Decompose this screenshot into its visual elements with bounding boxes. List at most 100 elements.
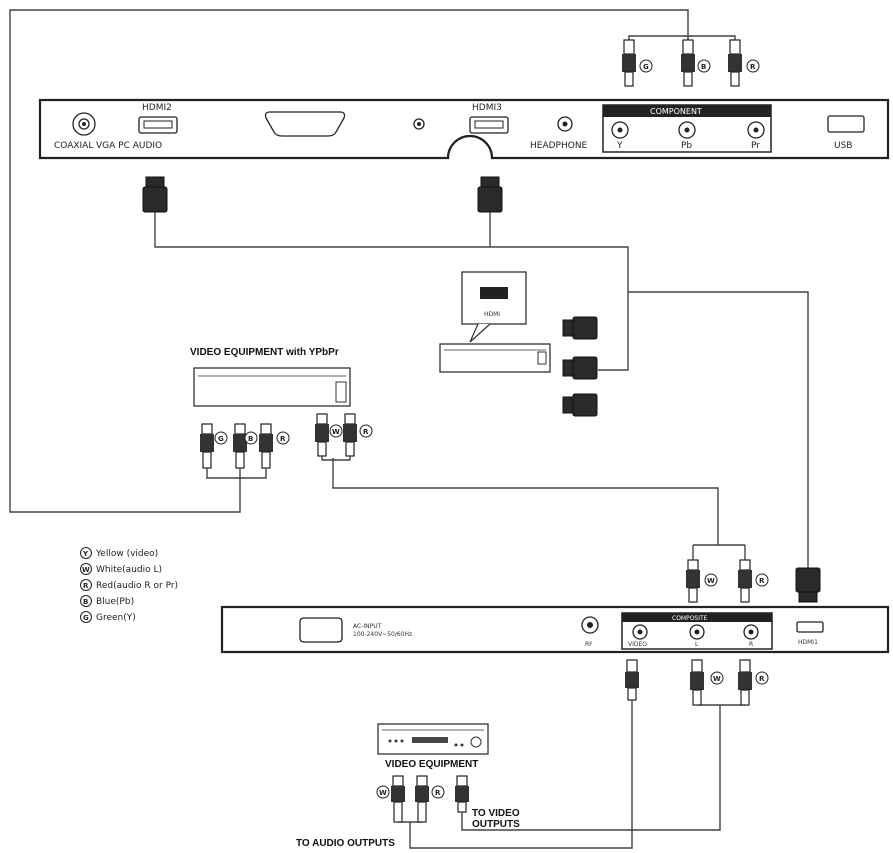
badge-r-top: R	[750, 63, 756, 71]
rf-label: RF	[585, 641, 593, 648]
plug-r-top	[728, 39, 742, 87]
badge-r-mid: R	[759, 577, 765, 585]
hdmi-popup-port-icon	[480, 287, 508, 299]
plug-w-ypbpr	[315, 413, 329, 457]
badge-w-mid: W	[707, 577, 715, 585]
vga-port	[264, 111, 346, 137]
plug-w-ve	[391, 775, 405, 823]
ac-input-label: AC-INPUT	[353, 623, 382, 630]
video-label: VIDEO	[628, 641, 647, 648]
svg-text:White(audio L): White(audio L)	[96, 565, 162, 575]
legend-item-red: R Red(audio R or Pr)	[80, 579, 178, 591]
ypbpr-device-box	[193, 367, 351, 407]
audio-cable-mid	[332, 458, 719, 545]
ac-input-port	[299, 617, 343, 643]
audio-cable-bottom	[461, 705, 721, 831]
usb-port	[827, 115, 865, 133]
badge-g-ypbpr: G	[218, 435, 224, 443]
y-label: Y	[616, 141, 623, 151]
badge-r-ve: R	[435, 789, 441, 797]
video-equipment: VIDEO EQUIPMENT W R TO VIDEO OUTPUTS TO …	[296, 723, 520, 849]
legend-item-green: G Green(Y)	[80, 611, 136, 623]
legend-item-white: W White(audio L)	[80, 563, 162, 575]
video-cable-bottom	[409, 700, 633, 849]
plug-w-bottom	[690, 659, 704, 706]
hdmi1-cable	[628, 291, 809, 568]
hdmi-plug-1	[562, 316, 598, 340]
hdmi1-port	[796, 621, 824, 633]
hdmi-plug-2	[562, 356, 598, 380]
ac-spec-label: 100-240V~50/60Hz	[353, 631, 412, 638]
badge-g-top: G	[643, 63, 649, 71]
hdmi3-label: HDMI3	[472, 103, 502, 113]
legend-item-yellow: Y Yellow (video)	[80, 547, 158, 559]
hdmi-popup-label: HDMI	[484, 311, 500, 318]
hdmi1-plug	[795, 567, 821, 603]
plug-video-bottom	[625, 659, 639, 701]
svg-text:Yellow (video): Yellow (video)	[95, 549, 158, 559]
svg-text:Green(Y): Green(Y)	[96, 613, 136, 623]
ypbpr-equipment: VIDEO EQUIPMENT with YPbPr G B R	[190, 347, 373, 479]
badge-r-bottom: R	[759, 675, 765, 683]
plug-r-bottom	[738, 659, 752, 706]
badge-w-bottom: W	[713, 675, 721, 683]
hdmi2-plug	[142, 176, 168, 213]
hdmi-device-box	[439, 343, 551, 373]
svg-text:B: B	[83, 598, 88, 606]
tv-bottom-panel: AC-INPUT 100-240V~50/60Hz RF COMPOSITE V…	[220, 605, 890, 654]
badge-b-top: B	[701, 63, 706, 71]
svg-text:Blue(Pb): Blue(Pb)	[96, 597, 134, 607]
ypbpr-title: VIDEO EQUIPMENT with YPbPr	[190, 347, 339, 358]
plug-w-mid	[686, 559, 700, 603]
pr-label: Pr	[751, 141, 760, 151]
hdmi-plug-3	[562, 393, 598, 417]
plug-video-ve	[455, 775, 469, 813]
hdmi3-port	[469, 116, 509, 134]
pb-label: Pb	[681, 141, 692, 151]
plug-g-top	[622, 39, 636, 87]
plug-r-mid	[738, 559, 752, 603]
hdmi-device: HDMI	[439, 271, 598, 417]
headphone-label: HEADPHONE	[530, 141, 588, 151]
svg-text:R: R	[83, 582, 89, 590]
l-label: L	[695, 641, 699, 648]
legend-item-blue: B Blue(Pb)	[80, 595, 134, 607]
cables	[9, 9, 809, 849]
color-legend: Y Yellow (video) W White(audio L) R Red(…	[80, 547, 178, 623]
vga-pc-audio-label: VGA PC AUDIO	[96, 141, 162, 151]
hdmi2-label: HDMI2	[142, 103, 172, 113]
plug-g-ypbpr	[200, 423, 214, 469]
svg-text:Y: Y	[82, 550, 89, 558]
plug-b-top	[681, 39, 695, 87]
badge-w-ypbpr: W	[332, 428, 340, 436]
to-video-outputs-line2: OUTPUTS	[472, 819, 520, 830]
usb-label: USB	[834, 141, 852, 151]
component-cable-long	[9, 9, 689, 513]
plug-b-ypbpr	[233, 423, 247, 469]
badge-r-ypbpr: R	[280, 435, 286, 443]
mid-audio-plugs: W R	[686, 545, 769, 603]
component-header: COMPONENT	[650, 107, 702, 116]
bottom-plugs: W R	[625, 659, 769, 706]
badge-r2-ypbpr: R	[363, 428, 369, 436]
to-video-outputs-line1: TO VIDEO	[472, 808, 520, 819]
svg-text:Red(audio R or Pr): Red(audio R or Pr)	[96, 581, 178, 591]
coaxial-label: COAXIAL	[54, 141, 93, 151]
svg-text:G: G	[83, 614, 89, 622]
badge-b-ypbpr: B	[248, 435, 253, 443]
hdmi-cable-top	[154, 212, 629, 371]
plug-r2-ypbpr	[343, 413, 357, 457]
hdmi1-label: HDMI1	[798, 639, 818, 646]
r-label: R	[749, 641, 753, 648]
badge-w-ve: W	[379, 789, 387, 797]
composite-header: COMPOSITE	[672, 615, 708, 622]
tv-top-panel: COAXIAL VGA PC AUDIO HDMI2 HDMI3 HEADPHO…	[38, 98, 890, 160]
hdmi2-port	[138, 116, 178, 134]
plug-r-ypbpr	[259, 423, 273, 469]
plug-r-ve	[415, 775, 429, 823]
video-equipment-title: VIDEO EQUIPMENT	[385, 759, 478, 770]
top-component-plugs: G B R	[622, 35, 760, 87]
hdmi3-plug	[477, 176, 503, 213]
to-audio-outputs-label: TO AUDIO OUTPUTS	[296, 838, 395, 849]
